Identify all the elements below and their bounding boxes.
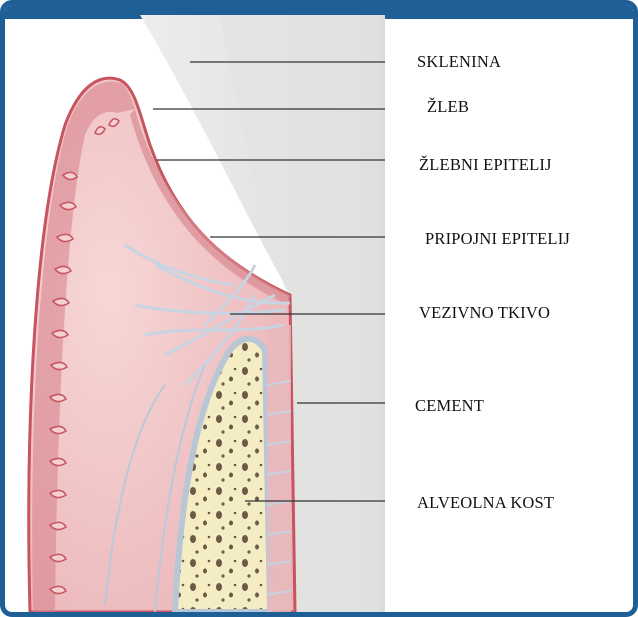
label-sklenina: SKLENINA bbox=[417, 52, 501, 72]
label-pripojni-epitelij: PRIPOJNI EPITELIJ bbox=[425, 229, 570, 249]
label-alveolna-kost: ALVEOLNA KOST bbox=[417, 493, 554, 513]
label-cement: CEMENT bbox=[415, 396, 484, 416]
label-vezivno-tkivo: VEZIVNO TKIVO bbox=[419, 303, 550, 323]
label-zlebni-epitelij: ŽLEBNI EPITELIJ bbox=[419, 155, 552, 175]
periodontal-ligament bbox=[267, 325, 291, 612]
label-zleb: ŽLEB bbox=[427, 97, 469, 117]
